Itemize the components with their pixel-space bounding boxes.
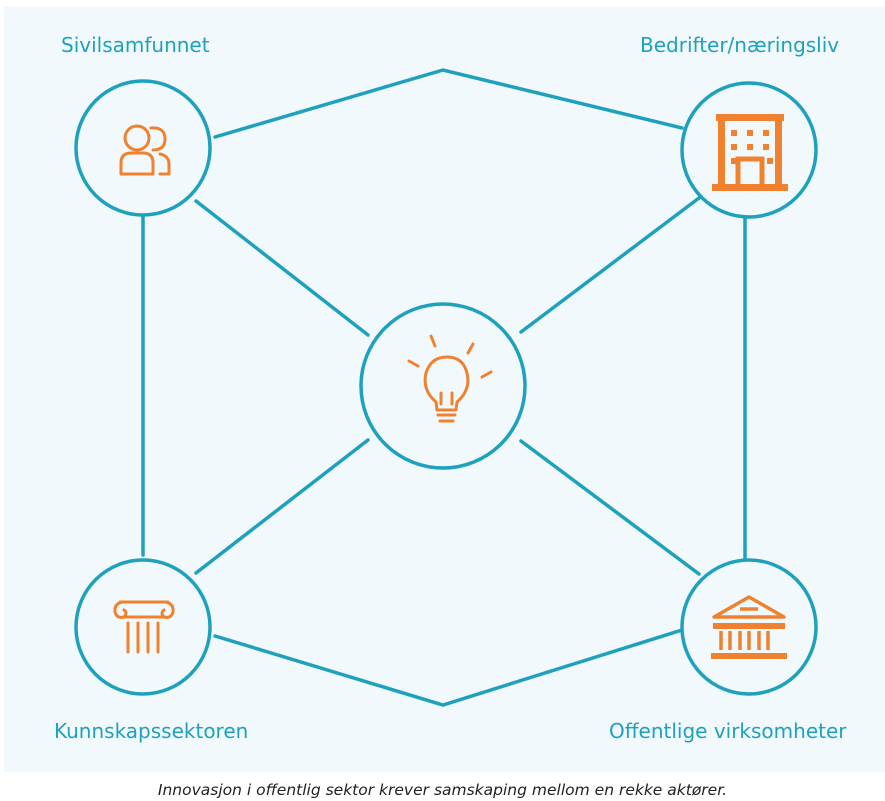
public-building-icon (711, 595, 787, 659)
label-public-sector: Offentlige virksomheter (609, 719, 847, 743)
diagonal-bottom-left (194, 438, 370, 575)
connector-lines (141, 68, 747, 707)
label-business: Bedrifter/næringsliv (640, 33, 840, 57)
top-connector (213, 68, 684, 139)
diagonal-top-right (519, 196, 701, 334)
node-circle-center (359, 302, 527, 470)
node-circle-knowledge (74, 558, 212, 696)
bottom-connector (213, 628, 684, 707)
lightbulb-icon (407, 334, 493, 423)
office-building-icon (712, 114, 788, 191)
diagonal-top-left (194, 199, 370, 337)
people-icon (119, 124, 171, 176)
figure-caption: Innovasjon i offentlig sektor krever sam… (157, 781, 728, 799)
diagonal-bottom-right (519, 439, 701, 576)
label-civil-society: Sivilsamfunnet (61, 33, 210, 57)
column-icon (113, 600, 175, 654)
label-knowledge-sector: Kunnskapssektoren (54, 719, 249, 743)
